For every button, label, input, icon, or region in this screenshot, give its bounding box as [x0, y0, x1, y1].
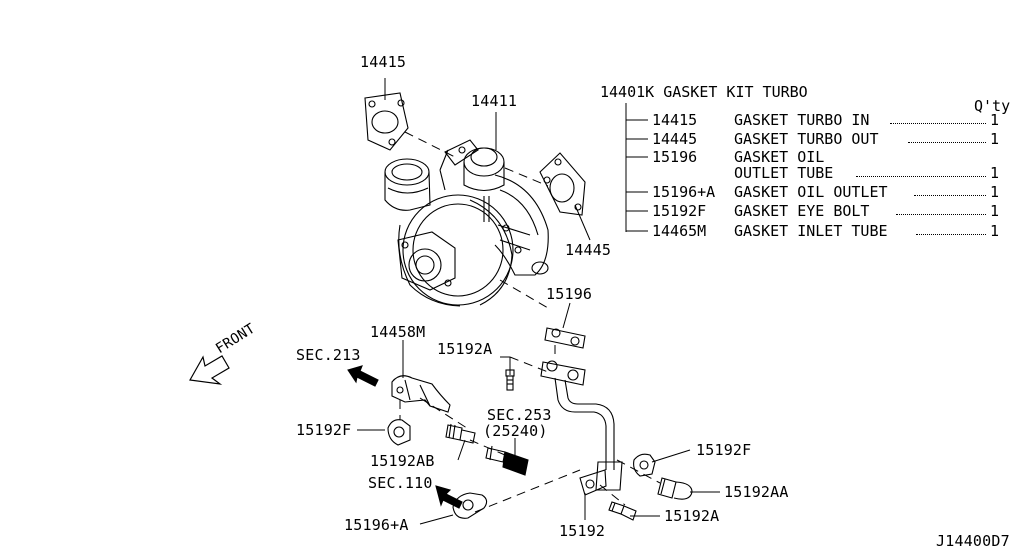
kit-row-part: 14415 — [652, 111, 698, 129]
kit-row-desc: GASKET OIL — [734, 148, 825, 166]
kit-row-qty: 1 — [990, 111, 1000, 129]
callout-15192: 15192 — [559, 522, 606, 540]
kit-row-desc-continued: OUTLET TUBE — [734, 164, 834, 182]
leader-lines — [357, 78, 720, 525]
kit-row-qty: 1 — [990, 202, 1000, 220]
callout-15192a-top: 15192A — [437, 340, 493, 358]
eye-bolt-15192ab — [445, 423, 476, 444]
kit-row-leader — [890, 123, 986, 124]
callout-14458m: 14458M — [370, 323, 426, 341]
kit-row-qty: 1 — [990, 183, 1000, 201]
callout-sec253: SEC.253 — [487, 406, 552, 424]
kit-row-qty: 1 — [990, 222, 1000, 240]
oil-outlet-tube-15192 — [540, 360, 623, 496]
kit-row-leader — [896, 214, 986, 215]
callout-15196a: 15196+A — [344, 516, 409, 534]
arrow-sec110-icon — [435, 485, 463, 509]
kit-row-part: 15196+A — [652, 183, 716, 201]
kit-row-desc: GASKET EYE BOLT — [734, 202, 870, 220]
callout-sec213: SEC.213 — [296, 346, 361, 364]
callout-15196: 15196 — [546, 285, 593, 303]
kit-row-desc: GASKET INLET TUBE — [734, 222, 888, 240]
front-arrow-icon — [189, 355, 230, 385]
gasket-oil-outlet-tube-15196 — [544, 327, 586, 349]
kit-row-part: 15192F — [652, 202, 707, 220]
kit-row-desc: GASKET OIL OUTLET — [734, 183, 888, 201]
dashed-assembly-lines — [399, 131, 661, 513]
kit-row-leader — [908, 142, 986, 143]
callout-15192f-left: 15192F — [296, 421, 352, 439]
heat-shield-14458m — [391, 375, 451, 413]
kit-row-qty: 1 — [990, 164, 1000, 182]
bolt-15192a-top — [505, 369, 515, 391]
arrow-sec213-icon — [347, 365, 379, 387]
kit-bracket-lines — [625, 103, 648, 232]
kit-row-leader — [856, 176, 986, 177]
callout-15192f-right: 15192F — [696, 441, 752, 459]
kit-row-part: 14445 — [652, 130, 698, 148]
kit-row-part: 14465M — [652, 222, 707, 240]
eye-bolt-15192aa — [657, 477, 693, 500]
gasket-turbo-out-14445 — [539, 152, 586, 216]
kit-row-qty: 1 — [990, 130, 1000, 148]
callout-14445: 14445 — [565, 241, 612, 259]
kit-row-leader — [914, 195, 986, 196]
gasket-oil-outlet-15196a — [452, 492, 488, 519]
gasket-turbo-in-14415 — [364, 92, 409, 151]
kit-title: 14401K GASKET KIT TURBO — [600, 83, 808, 101]
bolt-15192a-bottom — [608, 501, 637, 521]
gasket-eye-bolt-15192f-left — [387, 419, 411, 446]
qty-header: Q'ty — [974, 97, 1011, 115]
callout-14411: 14411 — [471, 92, 518, 110]
kit-row-desc: GASKET TURBO IN — [734, 111, 870, 129]
diagram-code: J14400D7 — [936, 532, 1010, 550]
kit-row-leader — [916, 234, 986, 235]
callout-15192aa: 15192AA — [724, 483, 789, 501]
kit-row-part: 15196 — [652, 148, 698, 166]
callout-25240: (25240) — [483, 422, 548, 440]
turbocharger-14411 — [384, 139, 549, 307]
gasket-eye-bolt-15192f-right — [633, 453, 656, 477]
callout-14415: 14415 — [360, 53, 407, 71]
kit-row-desc: GASKET TURBO OUT — [734, 130, 879, 148]
callout-15192a-bottom: 15192A — [664, 507, 720, 525]
callout-sec110: SEC.110 — [368, 474, 433, 492]
callout-15192ab: 15192AB — [370, 452, 435, 470]
sensor-25240 — [485, 445, 529, 476]
